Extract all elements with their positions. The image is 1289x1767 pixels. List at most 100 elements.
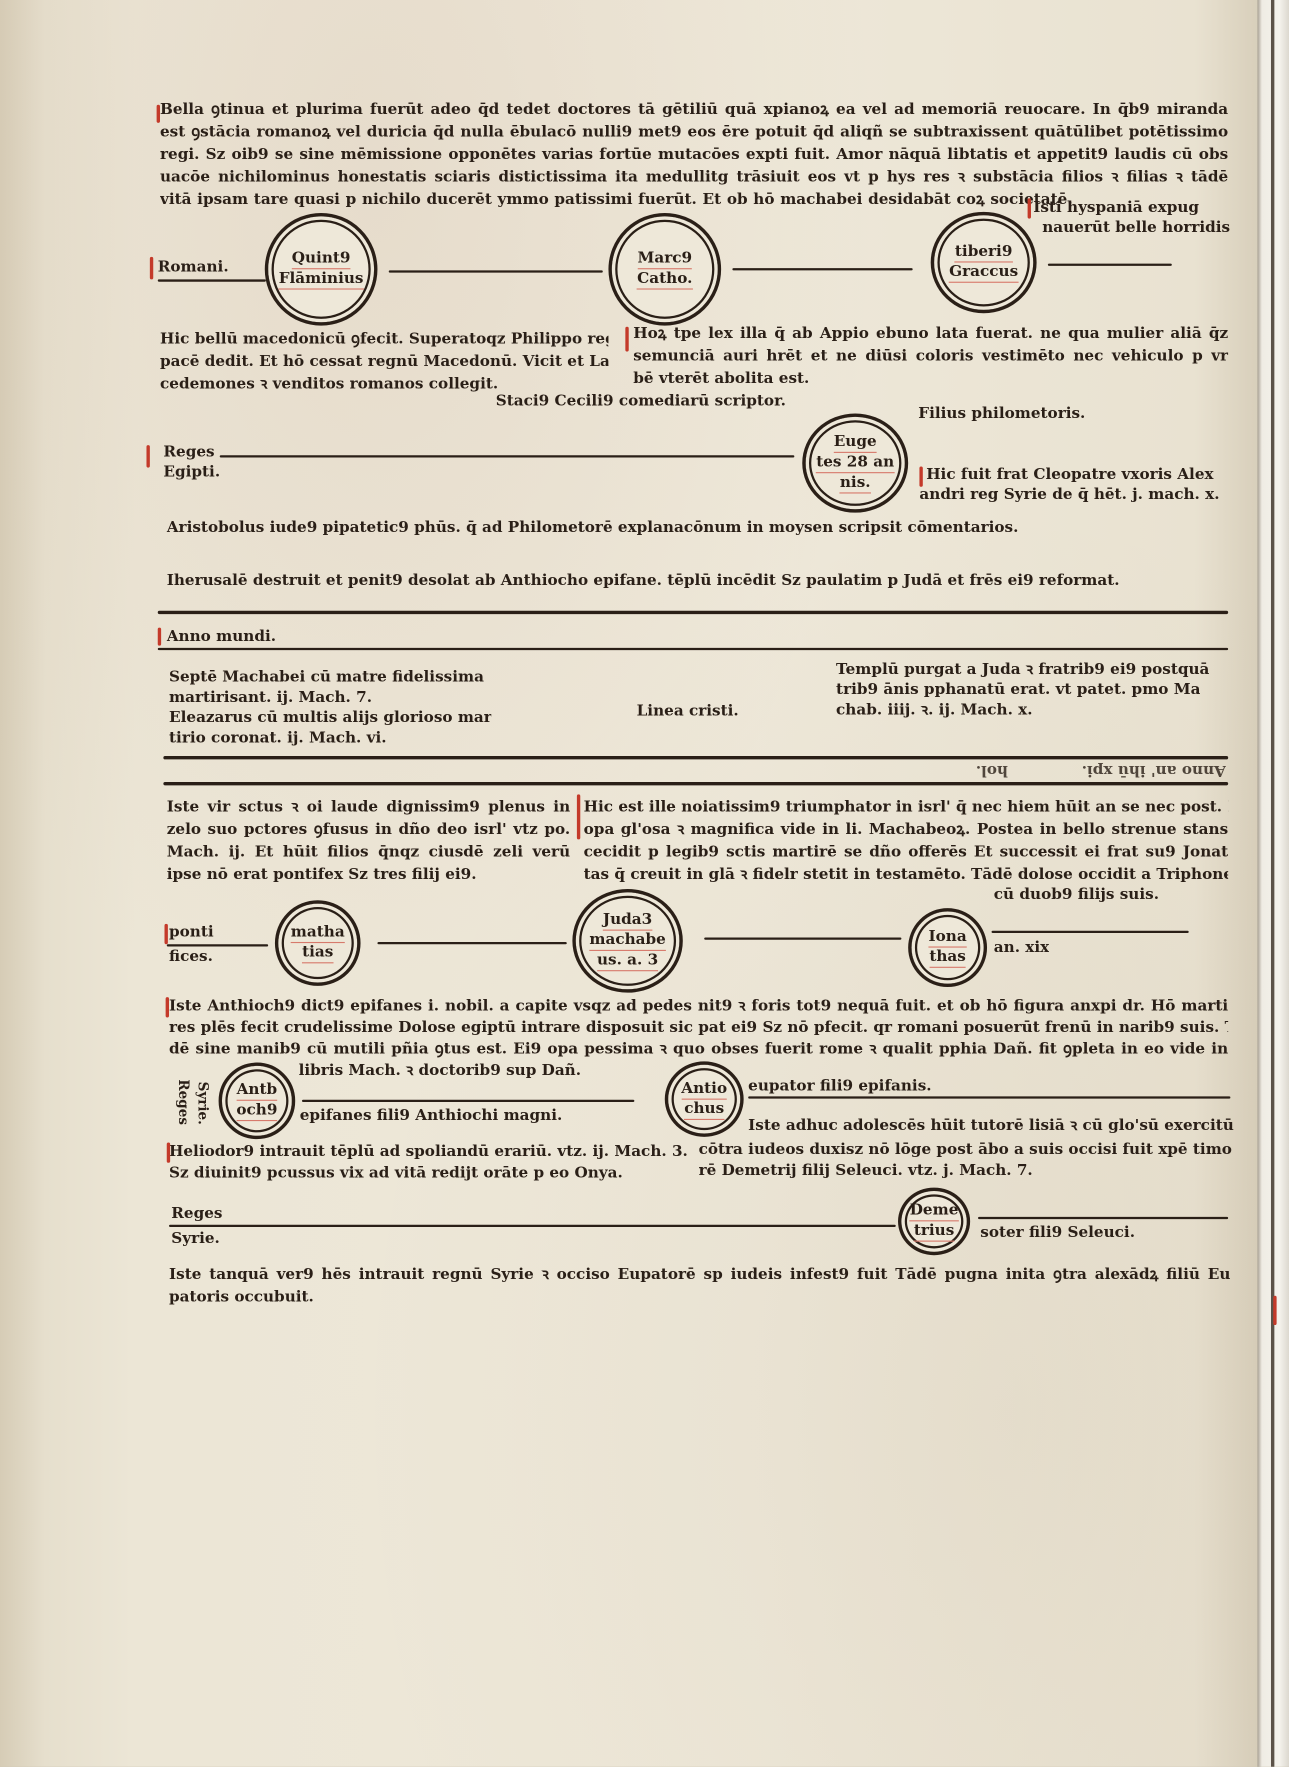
circle-name: Iona	[928, 927, 967, 948]
row-label: ponti	[169, 922, 214, 941]
circle-name: Antb	[236, 1081, 278, 1101]
note-line: andri reg Syrie de q̄ hēt. j. mach. x.	[919, 485, 1220, 504]
text-line: Iste vir sctus ꝛ oi laude dignissim9 ple…	[166, 797, 571, 816]
text-line: zelo suo pctores ꝯfusus in dño deo isrl'…	[166, 820, 571, 839]
para-line: semunciā auri hrēt et ne diūsi coloris v…	[633, 347, 1229, 366]
text-line: cū duob9 filijs suis.	[993, 885, 1160, 904]
statius-note: Staci9 Cecili9 comediarū scriptor.	[495, 392, 786, 411]
iherusalem-line: Iherusalē destruit et penit9 desolat ab …	[166, 571, 1120, 590]
rubric-mark	[625, 326, 629, 352]
para-line: Hoꝝ tpe lex illa q̄ ab Appio ebuno lata …	[633, 324, 1229, 343]
circle-name: Marc9	[637, 249, 693, 270]
circle-name: Quint9	[291, 249, 351, 270]
lineage-line	[388, 270, 603, 273]
circle-name: trius	[913, 1221, 955, 1242]
text-line: chab. iiij. ꝛ. ij. Mach. x.	[836, 700, 1033, 719]
intro-line: Bella ꝯtinua et plurima fuerūt adeo q̄d …	[159, 100, 1229, 119]
circle-name: Graccus	[949, 263, 1019, 283]
row-label: Syrie.	[194, 1081, 211, 1125]
lineage-line	[157, 279, 266, 282]
circle-name: us. a. 3	[596, 951, 659, 972]
text-line: martirisant. ij. Mach. 7.	[169, 688, 373, 707]
text-line: Iste adhuc adolescēs hūit tutorē lisiā ꝛ…	[748, 1116, 1234, 1135]
lineage-line	[732, 268, 913, 271]
text-line: res plēs fecit crudelissime Dolose egipt…	[169, 1018, 1229, 1037]
lineage-line	[301, 1099, 635, 1102]
text-line: Iste tanquā ver9 hēs intrauit regnū Syri…	[169, 1265, 1231, 1284]
row-label: Reges	[171, 1204, 223, 1223]
circle-name: tiberi9	[954, 242, 1013, 263]
intro-line: uacōe nichilominus honestatis sciaris di…	[159, 167, 1229, 186]
rubric-mark	[919, 466, 923, 487]
rubric-mark	[149, 256, 154, 280]
para-line: bē vterēt abolita est.	[633, 369, 810, 388]
rubric-mark	[157, 627, 162, 646]
rubric-mark	[576, 794, 581, 840]
row-label-romani: Romani.	[157, 258, 229, 277]
row-label: Reges	[163, 442, 215, 461]
anno-christi-label: hol.	[975, 761, 1009, 780]
lineage-line	[377, 941, 567, 945]
lineage-line	[748, 1096, 1231, 1099]
text-line: dē sine manib9 cū mutili pñia ꝯtus est. …	[169, 1039, 1229, 1059]
divider	[157, 647, 1229, 651]
circle-name: Euge	[833, 433, 877, 453]
text-line: tas q̄ creuit in glā ꝛ fidelr stetit in …	[583, 865, 1229, 884]
next-page-edge	[1257, 0, 1289, 1767]
rubric-mark	[164, 923, 168, 945]
rubric-mark	[156, 104, 160, 123]
lineage-line	[978, 1216, 1229, 1220]
text-line: Mach. ij. Et hūit filios q̄nqz ciusdē ze…	[166, 842, 571, 861]
note-line: Hic fuit frat Cleopatre vxoris Alex	[926, 465, 1214, 484]
text-line: Hic est ille noiatissim9 triumphator in …	[583, 797, 1229, 816]
lineage-line	[169, 1224, 896, 1228]
circle-name: Deme	[909, 1201, 959, 1222]
text-line: cecidit p legib9 sctis martirē se dño of…	[583, 842, 1229, 861]
para-line: cedemones ꝛ venditos romanos collegit.	[159, 375, 499, 394]
rubric-mark	[1027, 198, 1031, 219]
text-line: Septē Machabei cū matre fidelissima	[169, 668, 484, 687]
text-line: patoris occubuit.	[169, 1287, 314, 1306]
divider	[163, 781, 1229, 786]
note-line: Filius philometoris.	[918, 404, 1086, 423]
years-label: an. xix	[993, 938, 1050, 957]
text-line: tirio coronat. ij. Mach. vi.	[169, 729, 387, 748]
lineage-line	[166, 944, 269, 947]
circle-name: och9	[236, 1101, 278, 1122]
text-line: opa gl'osa ꝛ magnifica vide in li. Macha…	[583, 820, 1229, 839]
row-label: Syrie.	[171, 1229, 220, 1248]
text-line: libris Mach. ꝛ doctorib9 sup Dañ.	[298, 1061, 582, 1080]
rubric-mark	[165, 997, 170, 1018]
row-label: fices.	[169, 947, 213, 966]
anno-mundi-label: Anno mundi.	[166, 627, 277, 646]
circle-name: nis.	[839, 473, 871, 494]
circle-name: tes 28 an	[816, 453, 895, 474]
circle-name: matha	[290, 923, 345, 944]
lineage-line	[219, 455, 795, 458]
rubric-mark	[146, 445, 150, 468]
aristobolus-line: Aristobolus iude9 pipatetic9 phūs. q̄ ad…	[166, 518, 1019, 537]
circle-name: thas	[929, 948, 966, 968]
para-line: pacē dedit. Et hō cessat regnū Macedonū.…	[159, 352, 609, 371]
text-line: Iste Anthioch9 dict9 epifanes i. nobil. …	[169, 997, 1229, 1016]
circle-name: chus	[684, 1099, 725, 1120]
intro-line: est ꝯstācia romanoꝝ vel duricia q̄d null…	[159, 122, 1229, 141]
circle-name: machabe	[589, 931, 666, 951]
note-line: nauerūt belle horridis	[1042, 218, 1231, 237]
lineage-line	[991, 930, 1189, 933]
text-line: eupator fili9 epifanis.	[748, 1077, 932, 1096]
anno-christi-label: Anno an' ihū xpi.	[1081, 761, 1226, 780]
text-line: epifanes fili9 Anthiochi magni.	[299, 1106, 563, 1125]
circle-name: tias	[302, 943, 334, 964]
row-label: Egipti.	[163, 463, 221, 482]
text-line: Eleazarus cū multis alijs glorioso mar	[169, 708, 492, 727]
text-line: rē Demetrij filij Seleuci. vtz. j. Mach.…	[698, 1161, 1033, 1180]
